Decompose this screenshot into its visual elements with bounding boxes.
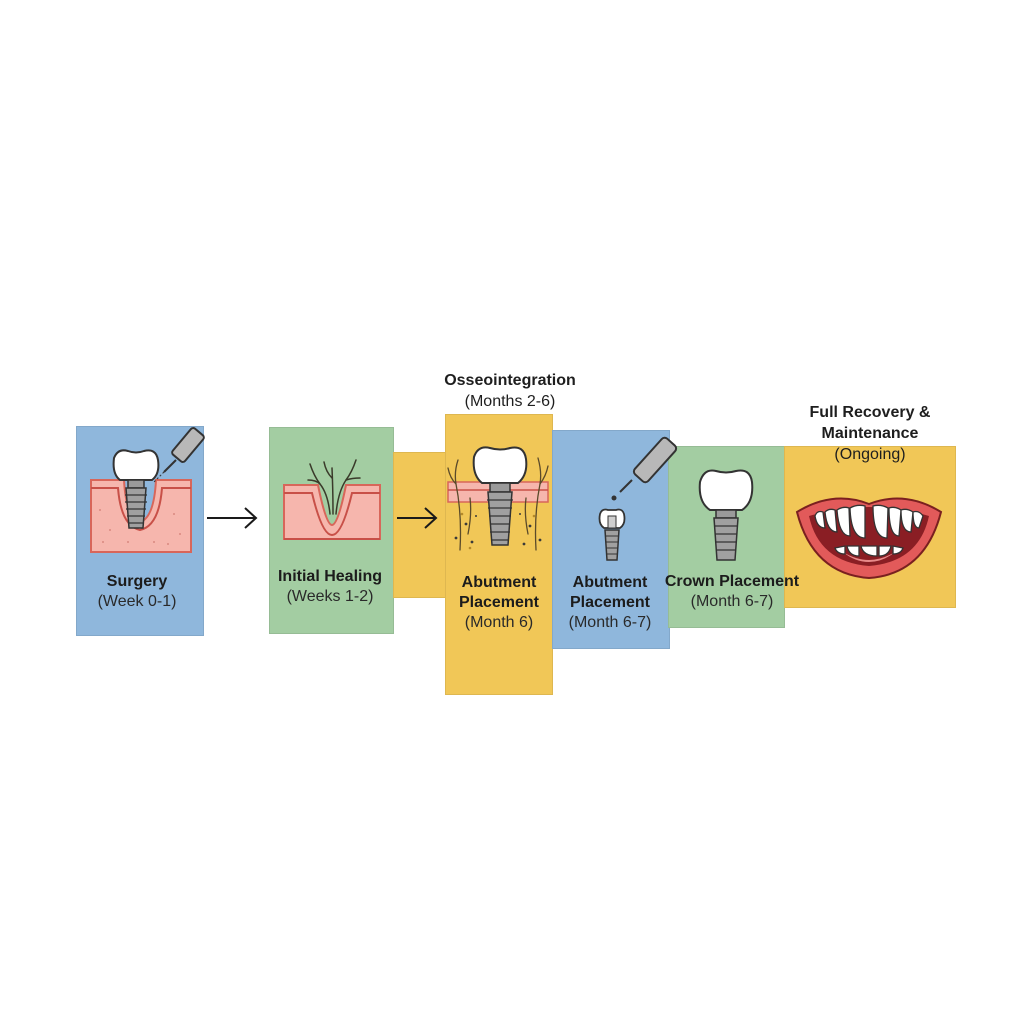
- stage-label-osseointegration: Osseointegration (Months 2-6): [420, 370, 600, 412]
- roots-icon: [307, 459, 361, 515]
- stage-title: Osseointegration: [444, 372, 576, 389]
- tooth-implant-icon: [112, 449, 160, 529]
- stage-label-crown: Crown Placement (Month 6-7): [660, 572, 804, 612]
- stage-title: Surgery: [106, 573, 168, 590]
- stage-subtitle: (Month 6-7): [568, 614, 652, 631]
- gum-tissue-icon: [283, 484, 381, 540]
- stage-label-full-recovery: Full Recovery & Maintenance (Ongoing): [786, 402, 954, 465]
- stage-title: Crown Placement: [664, 573, 800, 590]
- stage-title: Initial Healing: [277, 568, 382, 585]
- stage-subtitle: (Month 6): [464, 614, 534, 631]
- stage-label-abutment-6-7: Abutment Placement (Month 6-7): [554, 573, 666, 633]
- stage-label-abutment-6: Abutment Placement (Month 6): [447, 573, 551, 633]
- smile-icon: [795, 497, 943, 580]
- stage-subtitle: (Months 2-6): [464, 393, 556, 410]
- crown-icon: [698, 469, 754, 561]
- gum-tissue-icon: [90, 479, 192, 553]
- stage-title: Abutment Placement: [569, 574, 651, 611]
- dental-drill-icon: [153, 427, 205, 483]
- tooth-implant-icon: [472, 446, 528, 546]
- panel-connector: [393, 452, 447, 598]
- abutment-icon: [598, 508, 626, 561]
- stage-label-surgery: Surgery (Week 0-1): [76, 572, 198, 612]
- arrow-right-icon: [397, 507, 438, 529]
- stage-subtitle: (Month 6-7): [690, 593, 774, 610]
- stage-label-initial-healing: Initial Healing (Weeks 1-2): [262, 567, 398, 607]
- stage-title: Abutment Placement: [458, 574, 540, 611]
- arrow-right-icon: [207, 507, 258, 529]
- stage-subtitle: (Ongoing): [834, 446, 906, 463]
- dental-drill-icon: [611, 436, 678, 501]
- stage-subtitle: (Week 0-1): [97, 593, 177, 610]
- stage-subtitle: (Weeks 1-2): [286, 588, 374, 605]
- stage-title: Full Recovery & Maintenance: [809, 404, 931, 442]
